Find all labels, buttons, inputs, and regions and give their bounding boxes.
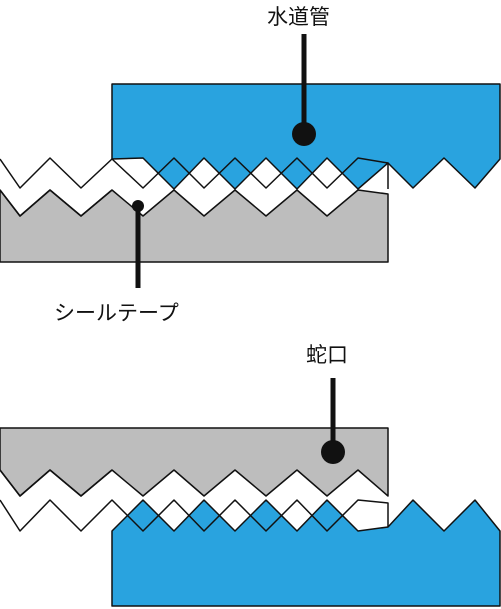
top-assembly: 水道管 シールテープ [0, 5, 501, 325]
seal-tape-pointer-dot [132, 200, 144, 212]
water-pipe-pointer-dot [292, 122, 316, 146]
seal-tape-bottom-upper-edge [0, 469, 113, 497]
seal-tape-bottom-lower-edge [0, 499, 389, 532]
water-pipe-bottom-body [111, 499, 501, 607]
faucet-pointer-dot [321, 440, 345, 464]
bottom-assembly: 蛇口 [0, 343, 501, 607]
water-pipe-label: 水道管 [267, 5, 330, 29]
faucet-label: 蛇口 [306, 343, 348, 367]
seal-tape-label: シールテープ [54, 301, 179, 325]
seal-tape-lower-edge [0, 189, 113, 217]
seal-tape-upper-edge [0, 157, 389, 189]
faucet-thread-top [0, 189, 389, 263]
